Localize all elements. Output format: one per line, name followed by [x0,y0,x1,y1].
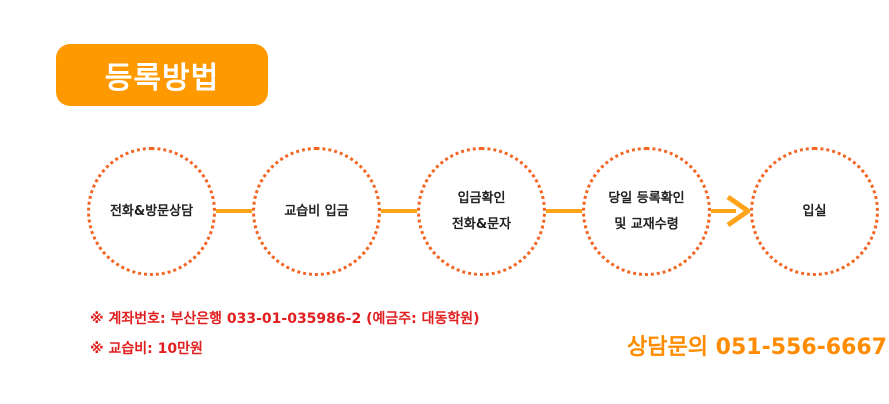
step-connector [543,209,585,213]
step-label: 교습비 입금 [284,203,349,219]
arrow-right-icon [726,194,753,228]
step-connector [708,209,736,213]
step-3-deposit-confirm: 입금확인 전화&문자 [417,147,546,276]
step-connector [213,209,255,213]
step-1-phone-visit-consult: 전화&방문상담 [87,147,216,276]
section-title: 등록방법 [56,44,268,106]
step-label: 당일 등록확인 [608,190,685,206]
account-info-note: ※ 계좌번호: 부산은행 033-01-035986-2 (예금주: 대동학원) [90,311,480,327]
contact-phone: 상담문의 051-556-6667 [627,335,887,360]
step-connector [378,209,420,213]
fee-info-note: ※ 교습비: 10만원 [90,341,203,357]
step-label: 및 교재수령 [614,216,679,232]
step-label: 입실 [802,203,827,219]
step-label: 전화&방문상담 [109,203,194,219]
step-5-enter-class: 입실 [750,147,879,276]
step-4-registration-materials: 당일 등록확인 및 교재수령 [582,147,711,276]
step-label: 전화&문자 [451,216,512,232]
step-label: 입금확인 [457,190,506,206]
step-2-fee-deposit: 교습비 입금 [252,147,381,276]
